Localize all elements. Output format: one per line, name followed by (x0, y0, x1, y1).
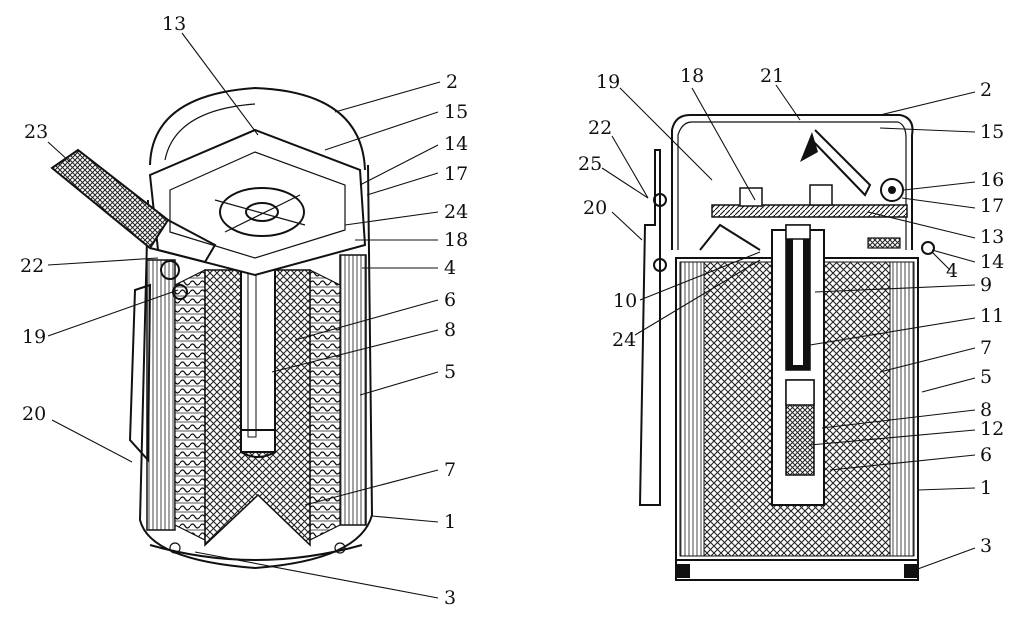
left-side-strap (128, 283, 152, 463)
left-pull-ring (160, 260, 180, 280)
right-callout-7: 7 (980, 337, 992, 359)
left-callout-3: 3 (444, 587, 456, 609)
left-callout-14: 14 (444, 133, 468, 155)
right-callout-15: 15 (980, 121, 1004, 143)
right-callout-3: 3 (980, 535, 992, 557)
right-callout-1: 1 (980, 477, 992, 499)
right-callout-25: 25 (578, 153, 602, 175)
left-callout-7: 7 (444, 459, 456, 481)
right-callout-5: 5 (980, 366, 992, 388)
left-leader-lines (47, 32, 441, 599)
left-callout-1: 1 (444, 511, 456, 533)
left-callout-13: 13 (162, 13, 186, 35)
left-callout-20: 20 (22, 403, 46, 425)
right-callout-9: 9 (980, 274, 992, 296)
left-callout-17: 17 (444, 163, 468, 185)
left-callout-8: 8 (444, 319, 456, 341)
right-callout-18: 18 (680, 65, 704, 87)
right-top-cap (671, 114, 914, 250)
right-striker (800, 132, 818, 162)
right-callout-24: 24 (612, 329, 636, 351)
right-grenade-section (638, 114, 935, 581)
left-callout-2: 2 (446, 71, 458, 93)
left-callouts: 13 2 15 14 17 24 18 4 6 8 5 7 1 3 23 22 … (20, 13, 468, 609)
left-grenade-cutaway (50, 86, 374, 570)
left-callout-19: 19 (22, 326, 46, 348)
left-callout-4: 4 (444, 257, 456, 279)
right-callout-2: 2 (980, 79, 992, 101)
left-dome-cap (149, 86, 366, 171)
left-callout-18: 18 (444, 229, 468, 251)
right-callout-11: 11 (980, 305, 1004, 327)
right-leader-lines (601, 84, 976, 571)
left-callout-23: 23 (24, 121, 48, 143)
right-pivot-pin (880, 178, 904, 202)
right-callout-21: 21 (760, 65, 784, 87)
right-callout-16: 16 (980, 169, 1004, 191)
left-outer-body (138, 164, 374, 570)
left-outer-sleeve (146, 259, 176, 531)
left-fuse-tube (240, 261, 276, 453)
right-callout-12: 12 (980, 418, 1004, 440)
right-callout-13: 13 (980, 226, 1004, 248)
right-callouts: 19 18 21 2 15 22 25 16 17 20 13 14 4 9 1… (578, 65, 1004, 557)
left-callout-5: 5 (444, 361, 456, 383)
left-callout-22: 22 (20, 255, 44, 277)
right-callout-22: 22 (588, 117, 612, 139)
right-callout-10: 10 (613, 290, 637, 312)
right-callout-8: 8 (980, 399, 992, 421)
right-fuse-plate (711, 204, 908, 218)
left-callout-24: 24 (444, 201, 468, 223)
right-callout-20: 20 (583, 197, 607, 219)
right-callout-14: 14 (980, 251, 1004, 273)
right-bottom-plate (675, 559, 919, 581)
right-callout-6: 6 (980, 444, 992, 466)
left-callout-15: 15 (444, 101, 468, 123)
right-callout-4: 4 (946, 260, 958, 282)
left-bottom-plate (149, 544, 363, 561)
right-side-strap (638, 149, 661, 506)
left-coil-layer (174, 269, 206, 541)
right-callout-17: 17 (980, 195, 1004, 217)
right-rivet (921, 241, 935, 255)
right-callout-19: 19 (596, 71, 620, 93)
left-callout-6: 6 (444, 289, 456, 311)
